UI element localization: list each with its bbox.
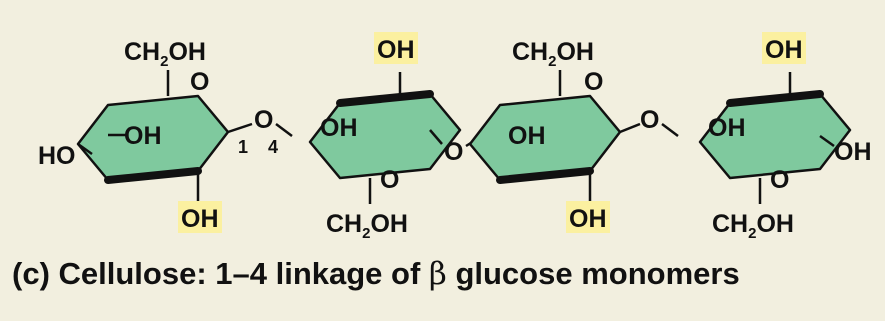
oh-label: OH xyxy=(569,205,607,233)
oh-label: OH xyxy=(765,36,803,64)
ho-label: HO xyxy=(38,142,76,170)
ch2oh-label: CH2OH xyxy=(512,38,594,70)
diagram-caption: (c) Cellulose: 1–4 linkage of β glucose … xyxy=(12,256,740,292)
glucose-ring-1: CH2OH O OH HO OH xyxy=(38,38,253,233)
carbon-4-label: 4 xyxy=(268,137,278,157)
glucose-ring-4: OH OH O OH CH2OH xyxy=(700,32,872,242)
ring-oxygen-label: O xyxy=(380,166,399,194)
oh-label: OH xyxy=(320,114,358,142)
oh-label: OH xyxy=(377,36,415,64)
oh-label: OH xyxy=(508,122,546,150)
glucose-ring-2: OH OH O CH2OH xyxy=(310,32,460,242)
ch2oh-label: CH2OH xyxy=(712,210,794,242)
ring-oxygen-label: O xyxy=(190,68,209,96)
oh-label: OH xyxy=(834,138,872,166)
glycosidic-oxygen: O xyxy=(444,138,463,166)
ring-oxygen-label: O xyxy=(584,68,603,96)
oh-label: OH xyxy=(708,114,746,142)
beta-symbol: β xyxy=(428,256,447,292)
oh-label: OH xyxy=(181,205,219,233)
ch2oh-label: CH2OH xyxy=(124,38,206,70)
glucose-ring-3: CH2OH O OH OH xyxy=(470,38,641,233)
ring-oxygen-label: O xyxy=(770,166,789,194)
oh-label: OH xyxy=(124,122,162,150)
ch2oh-label: CH2OH xyxy=(326,210,408,242)
glycosidic-oxygen: O xyxy=(254,106,273,134)
glycosidic-oxygen: O xyxy=(640,106,659,134)
carbon-1-label: 1 xyxy=(238,137,248,157)
